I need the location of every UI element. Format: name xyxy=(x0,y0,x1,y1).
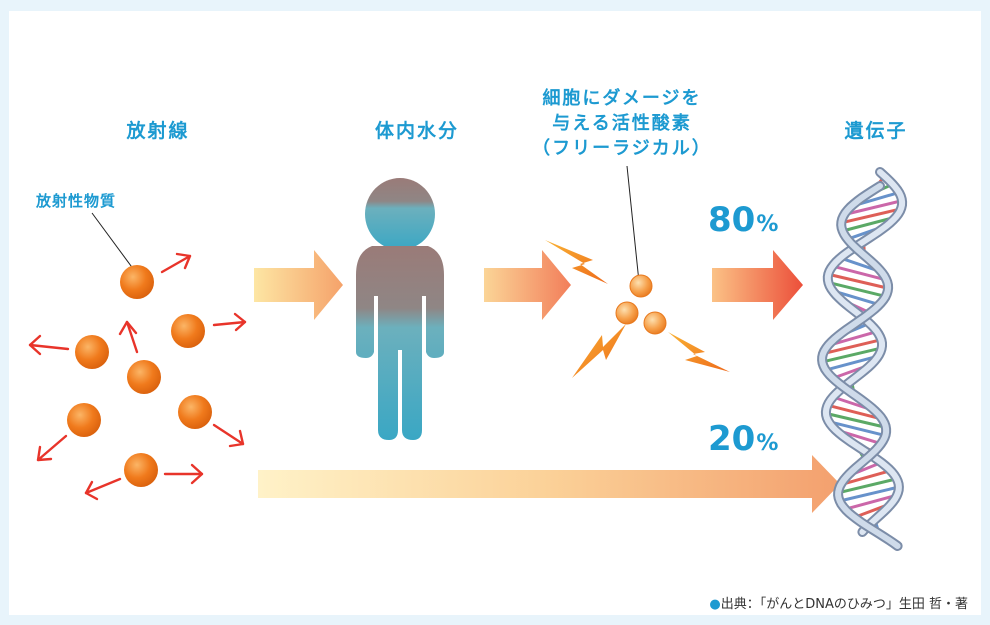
radioactive-material-label: 放射性物質 xyxy=(36,192,117,210)
diagram-panel xyxy=(9,11,981,615)
dna-base-pair xyxy=(843,199,903,217)
direct-percentage-value: 20 xyxy=(708,419,756,459)
dna-base-pair xyxy=(821,346,883,364)
dna-base-pair xyxy=(832,264,887,282)
particle-icon xyxy=(75,335,109,369)
source-bullet: ● xyxy=(709,597,721,612)
dna-base-pair xyxy=(827,280,887,298)
dna-base-pair xyxy=(837,477,898,495)
emission-arrow-icon xyxy=(212,312,247,332)
source-text: 出典：「がんとDNAのひみつ」生田 哲・著 xyxy=(720,597,968,612)
free-radical-label-line-1: 細胞にダメージを xyxy=(542,88,702,109)
emission-arrow-icon xyxy=(118,320,139,354)
emission-arrow-icon xyxy=(36,434,68,462)
emission-arrow-icon xyxy=(160,252,192,274)
free-radical-label: 細胞にダメージを 与える活性酸素 （フリーラジカル） xyxy=(508,86,736,161)
emission-arrows xyxy=(28,252,247,501)
emission-arrow-icon xyxy=(28,334,70,356)
person-icon xyxy=(356,178,444,440)
dna-base-pair xyxy=(822,338,882,356)
dna-base-pair xyxy=(827,403,883,421)
indirect-percentage-unit: % xyxy=(756,212,779,237)
emission-arrow-icon xyxy=(84,477,122,501)
indirect-percentage: 80% xyxy=(708,200,778,240)
dna-strand-a xyxy=(822,169,906,535)
ros-leader-line xyxy=(626,165,640,283)
free-radical-label-line-3: （フリーラジカル） xyxy=(532,138,712,159)
radioactive-particles xyxy=(67,265,212,487)
radiation-label: 放射線 xyxy=(126,120,190,142)
dna-base-pair xyxy=(839,485,900,503)
free-radical-icon xyxy=(615,274,667,335)
indirect-percentage-value: 80 xyxy=(708,200,756,240)
flow-arrow-1 xyxy=(254,250,343,320)
source-citation: ●出典：「がんとDNAのひみつ」生田 哲・著 xyxy=(709,593,968,612)
particle-icon xyxy=(127,360,161,394)
lightning-icon xyxy=(545,240,608,284)
direct-percentage-unit: % xyxy=(756,431,779,456)
emission-arrow-icon xyxy=(163,463,204,485)
direct-percentage: 20% xyxy=(708,419,778,459)
dna-base-pair xyxy=(825,411,887,429)
emission-arrow-icon xyxy=(212,423,245,448)
flow-arrow-3 xyxy=(712,250,803,320)
lightning-bolts xyxy=(545,240,730,378)
lightning-icon xyxy=(668,332,730,372)
dna-base-pair xyxy=(828,420,886,438)
dna-helix-icon xyxy=(817,167,908,551)
flow-arrow-2 xyxy=(484,250,571,320)
dna-base-pair xyxy=(825,354,879,372)
dna-strand-b xyxy=(819,183,901,549)
dna-base-pair xyxy=(840,469,892,487)
lightning-icon xyxy=(572,324,626,378)
dna-base-pair xyxy=(844,493,898,511)
particle-icon xyxy=(171,314,205,348)
particle-icon xyxy=(67,403,101,437)
direct-flow-arrow xyxy=(258,455,840,513)
radioactive-material-leader-line xyxy=(91,212,135,271)
particle-icon xyxy=(178,395,212,429)
free-radical-label-line-2: 与える活性酸素 xyxy=(552,113,692,134)
dna-base-pair xyxy=(840,207,902,225)
dna-base-pair xyxy=(827,272,889,290)
particle-icon xyxy=(124,453,158,487)
body-water-label: 体内水分 xyxy=(374,120,459,142)
particle-icon xyxy=(120,265,154,299)
gene-label: 遺伝子 xyxy=(844,120,908,142)
